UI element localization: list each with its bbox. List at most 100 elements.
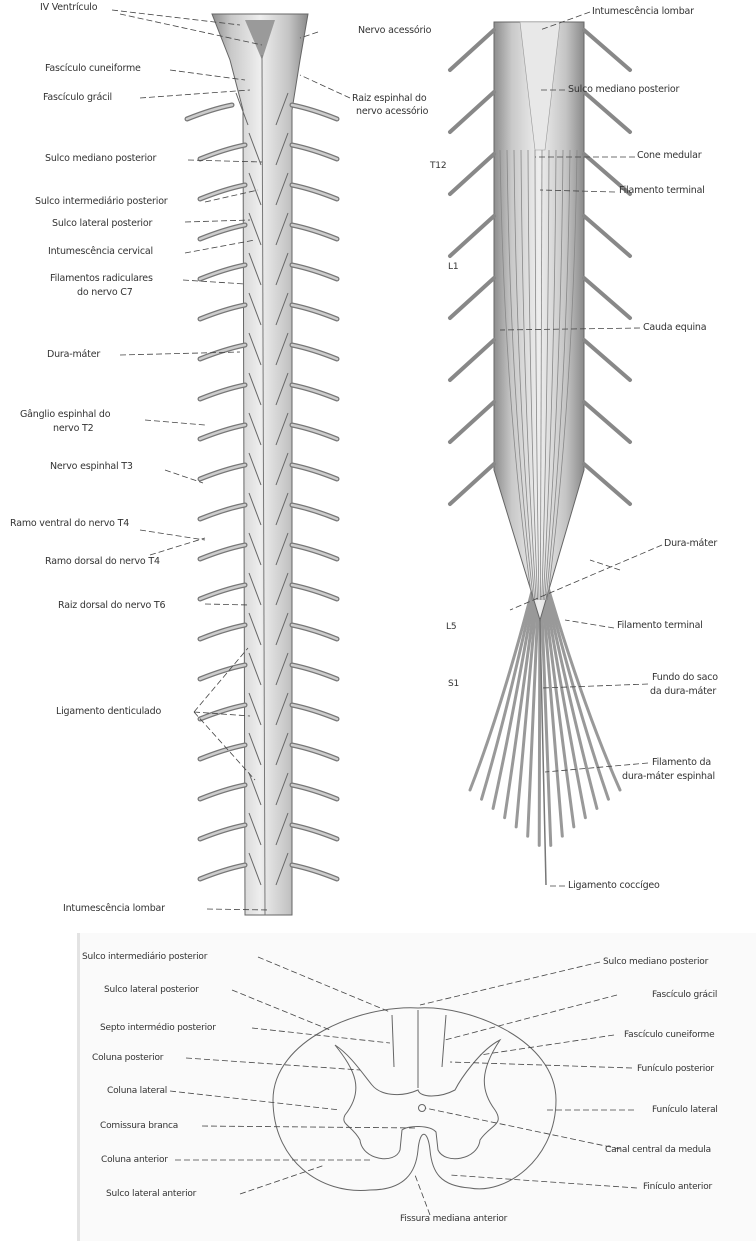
rootlets	[248, 852, 289, 886]
label-raiz-dorsal-t6: Raiz dorsal do nervo T6	[58, 600, 166, 611]
cauda-equina-strand	[499, 149, 533, 601]
label-intumescencia-cervical: Intumescência cervical	[48, 246, 153, 257]
central-canal	[418, 1104, 426, 1112]
spinal-nerve-left-highlight	[198, 343, 247, 361]
rootlets	[248, 772, 289, 806]
spinal-nerve-left-highlight	[185, 103, 234, 121]
xs-label-comissura-branca: Comissura branca	[100, 1121, 179, 1131]
spinal-nerve-left-highlight	[198, 663, 247, 681]
spinal-nerve-right-highlight	[290, 423, 339, 441]
level-t12: T12	[430, 161, 447, 171]
label-filamentos-radiculares-1: Filamentos radiculares	[50, 273, 153, 284]
sacral-nerve-root	[538, 558, 622, 792]
label-fundo-saco-1: Fundo do saco	[652, 672, 718, 683]
spinal-nerve-right-highlight	[290, 103, 339, 121]
rootlets	[248, 492, 289, 526]
label-ramo-ventral-t4: Ramo ventral do nervo T4	[10, 518, 130, 529]
xs-label-sulco-lateral-anterior: Sulco lateral anterior	[106, 1189, 197, 1199]
cauda-equina-strand	[506, 149, 534, 601]
cauda-equina-strand	[513, 149, 536, 601]
cross-section-drawing	[272, 1007, 557, 1191]
filum-terminale	[539, 619, 547, 886]
gray-matter	[334, 1038, 502, 1160]
xs-label-fissura-mediana-anterior: Fissura mediana anterior	[400, 1214, 508, 1224]
lumbar-nerve-right	[582, 152, 632, 196]
rootlets	[248, 812, 289, 846]
spinal-nerve-left-highlight	[198, 423, 247, 441]
cauda-equina-strand	[545, 149, 571, 601]
rootlets	[248, 372, 289, 406]
xs-label-sulco-mediano-posterior: Sulco mediano posterior	[603, 957, 709, 967]
cord-outline	[272, 1007, 557, 1191]
spinal-nerve-left-highlight	[198, 543, 247, 561]
posterior-intermediate-septum-right	[441, 1014, 447, 1068]
rootlets	[248, 452, 289, 486]
lumbar-nerve-right	[582, 338, 632, 382]
lumbar-nerve-left	[448, 28, 496, 72]
spinal-nerve-right-highlight	[290, 463, 339, 481]
lumbar-nerve-left	[448, 338, 496, 382]
fourth-ventricle	[245, 20, 275, 60]
spinal-nerve-right-highlight	[290, 663, 339, 681]
cauda-equina-strand	[544, 149, 564, 601]
lumbar-nerve-left	[448, 214, 496, 258]
rootlets	[248, 572, 289, 606]
median-sulcus-line	[261, 54, 266, 916]
xs-label-coluna-lateral: Coluna lateral	[107, 1086, 168, 1096]
lumbar-nerve-left	[448, 90, 496, 134]
xs-label-funiculo-posterior: Funículo posterior	[637, 1064, 714, 1074]
label-raiz-espinhal-1: Raiz espinhal do	[352, 93, 427, 104]
rootlets	[248, 172, 289, 206]
rootlets	[248, 292, 289, 326]
spinal-nerve-right-highlight	[290, 143, 339, 161]
rootlets	[248, 412, 289, 446]
leader-lines	[111, 9, 663, 1216]
label-sulco-intermediario-posterior: Sulco intermediário posterior	[35, 196, 168, 207]
xs-label-septo-intermedio-posterior: Septo intermédio posterior	[100, 1023, 216, 1033]
spinal-nerve-left-highlight	[198, 383, 247, 401]
rootlets	[248, 652, 289, 686]
label-iv-ventriculo: IV Ventrículo	[40, 2, 98, 13]
label-nervo-espinhal-t3: Nervo espinhal T3	[50, 461, 133, 472]
spinal-nerve-left-highlight	[198, 623, 247, 641]
label-raiz-espinhal-2: nervo acessório	[356, 106, 429, 117]
label-ganglio-espinhal-1: Gânglio espinhal do	[20, 409, 111, 420]
spinal-nerve-right-highlight	[290, 383, 339, 401]
label-cauda-equina: Cauda equina	[643, 322, 707, 333]
xs-label-sulco-intermediario-posterior: Sulco intermediário posterior	[82, 952, 208, 962]
spinal-nerve-right-highlight	[290, 543, 339, 561]
spinal-nerve-left-highlight	[198, 503, 247, 521]
level-l5: L5	[446, 622, 457, 632]
spinal-nerve-right-highlight	[290, 303, 339, 321]
spinal-nerve-left-highlight	[198, 823, 247, 841]
lumbar-nerve-right	[582, 90, 632, 134]
xs-label-coluna-anterior: Coluna anterior	[101, 1155, 168, 1165]
label-ramo-dorsal-t4: Ramo dorsal do nervo T4	[45, 556, 160, 567]
lumbar-nerve-right	[582, 28, 632, 72]
rootlets	[248, 252, 289, 286]
spinal-nerve-right-highlight	[290, 823, 339, 841]
spinal-nerve-right-highlight	[290, 623, 339, 641]
lumbar-nerve-right	[582, 400, 632, 444]
label-ganglio-espinhal-2: nervo T2	[53, 423, 94, 434]
rootlets	[235, 92, 289, 126]
label-filamentos-radiculares-2: do nervo C7	[77, 287, 133, 298]
spinal-nerve-right-highlight	[290, 223, 339, 241]
rootlets	[248, 692, 289, 726]
spinal-nerve-right-highlight	[290, 583, 339, 601]
label-cone-medular: Cone medular	[637, 150, 702, 161]
spinal-cord-posterior-view	[184, 13, 340, 916]
spinal-nerve-left-highlight	[198, 703, 247, 721]
rootlets	[248, 132, 289, 166]
spinal-nerve-right-highlight	[290, 743, 339, 761]
spinal-nerve-left-highlight	[198, 143, 247, 161]
level-s1: S1	[448, 679, 460, 689]
spinal-nerve-right-highlight	[290, 263, 339, 281]
spinal-nerve-left-highlight	[198, 463, 247, 481]
rootlets	[248, 612, 289, 646]
xs-label-fasciculo-cuneiforme: Fascículo cuneiforme	[624, 1030, 715, 1040]
lumbar-nerve-right	[582, 214, 632, 258]
label-nervo-acessorio: Nervo acessório	[358, 25, 432, 36]
label-filamento-dura-2: dura-máter espinhal	[622, 771, 715, 782]
